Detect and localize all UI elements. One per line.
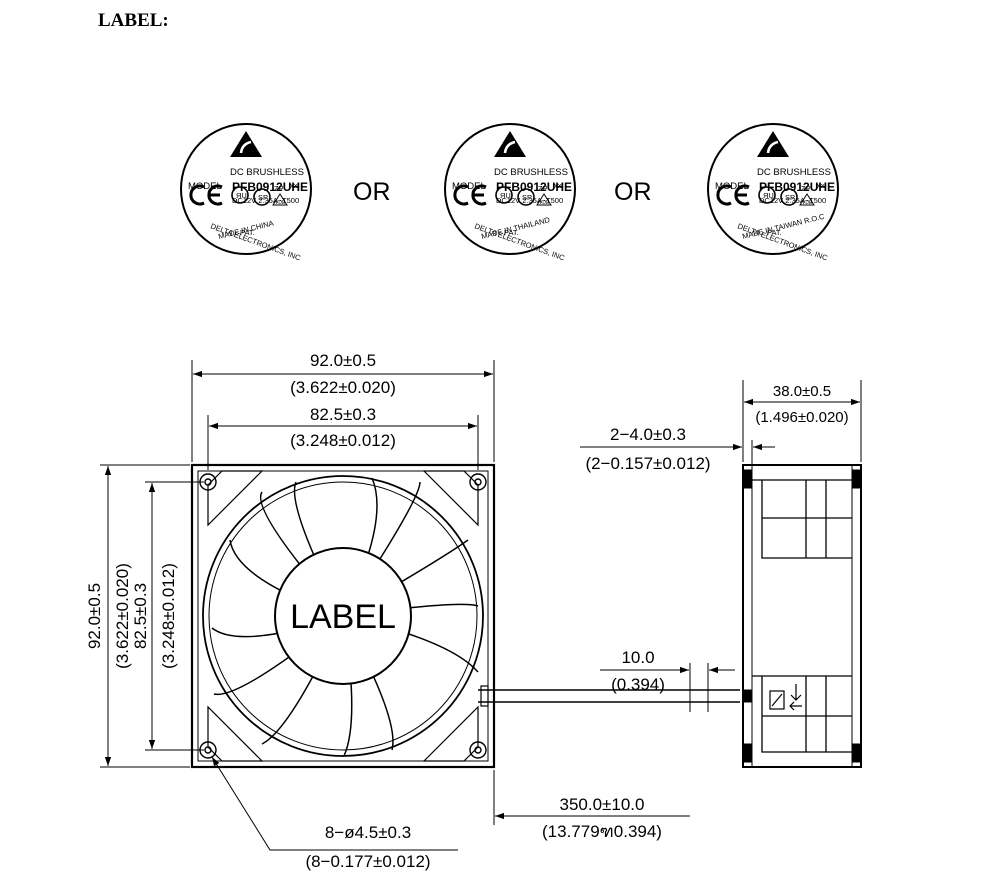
label-rating: DC12V 2.35A -T500 — [232, 196, 299, 205]
strip-length-dimension — [600, 663, 735, 712]
depth-dimension — [742, 380, 862, 462]
wire-length-in: (13.779ฑ0.394) — [542, 822, 662, 841]
hole-span-in: (3.248±0.012) — [290, 431, 396, 450]
xx-mark: xx — [817, 181, 825, 190]
hole-span-mm: 82.5±0.3 — [310, 405, 376, 424]
hole-vspan-mm: 82.5±0.3 — [131, 583, 150, 649]
flange-dimension — [580, 440, 775, 465]
label-pat: PAT. — [767, 228, 782, 237]
vde-mark: VDE — [275, 200, 286, 206]
label-line-type: DC BRUSHLESS — [230, 167, 304, 178]
zp-mark: ZP — [538, 184, 548, 193]
flange-mm: 2−4.0±0.3 — [610, 425, 686, 444]
height-dimension — [100, 464, 190, 768]
ul-mark: ЯU — [763, 191, 774, 200]
strip-length-in: (0.394) — [611, 675, 665, 694]
label-model-caption: MODEL — [452, 181, 486, 192]
xx-mark: xx — [290, 181, 298, 190]
label-pat: PAT. — [240, 228, 255, 237]
strip-length-mm: 10.0 — [621, 648, 654, 667]
hole-vspan-in: (3.248±0.012) — [159, 563, 178, 669]
label-sticker-taiwan: DC BRUSHLESS MODEL PFB0912UHE DC12V 2.35… — [706, 122, 840, 263]
width-mm: 92.0±0.5 — [310, 351, 376, 370]
hole-callout-leader — [211, 756, 458, 851]
zp-mark: ZP — [274, 184, 284, 193]
or-separator: OR — [614, 178, 652, 206]
hub-label: LABEL — [290, 598, 396, 636]
label-rating: DC12V 2.35A -T500 — [496, 196, 563, 205]
xx-mark: xx — [554, 181, 562, 190]
label-pat: PAT. — [504, 228, 519, 237]
label-line-type: DC BRUSHLESS — [757, 167, 831, 178]
vde-mark: VDE — [539, 200, 550, 206]
label-model-caption: MODEL — [715, 181, 749, 192]
csa-mark: SP — [785, 193, 795, 202]
flange-in: (2−0.157±0.012) — [585, 454, 710, 473]
csa-mark: SP — [522, 193, 532, 202]
fan-front-view — [190, 463, 740, 769]
height-in: (3.622±0.020) — [113, 563, 132, 669]
depth-in: (1.496±0.020) — [755, 409, 848, 426]
wire-length-dimension — [493, 770, 690, 825]
airflow-arrow-icon — [769, 684, 802, 711]
depth-mm: 38.0±0.5 — [773, 383, 831, 400]
zp-mark: ZP — [801, 184, 811, 193]
label-rating: DC12V 2.35A -T500 — [759, 196, 826, 205]
holes-mm: 8−ø4.5±0.3 — [325, 823, 411, 842]
label-model-caption: MODEL — [188, 181, 222, 192]
fan-side-view — [742, 464, 862, 768]
label-line-type: DC BRUSHLESS — [494, 167, 568, 178]
label-model: PFB0912UHE — [759, 180, 835, 194]
label-model: PFB0912UHE — [496, 180, 572, 194]
label-sticker-thailand: DC BRUSHLESS MODEL PFB0912UHE DC12V 2.35… — [443, 122, 577, 263]
height-mm: 92.0±0.5 — [85, 583, 104, 649]
hole-vspan-dimension — [145, 481, 204, 751]
ul-mark: ЯU — [236, 191, 247, 200]
ul-mark: ЯU — [500, 191, 511, 200]
csa-mark: SP — [258, 193, 268, 202]
vde-mark: VDE — [802, 200, 813, 206]
label-model: PFB0912UHE — [232, 180, 308, 194]
or-separator: OR — [353, 178, 391, 206]
holes-in: (8−0.177±0.012) — [305, 852, 430, 871]
width-in: (3.622±0.020) — [290, 378, 396, 397]
page-heading: LABEL: — [98, 10, 169, 31]
wire-length-mm: 350.0±10.0 — [560, 795, 645, 814]
label-sticker-china: DC BRUSHLESS MODEL PFB0912UHE DC12V 2.35… — [179, 122, 313, 263]
width-dimension — [191, 360, 495, 462]
hole-span-dimension — [207, 415, 479, 470]
